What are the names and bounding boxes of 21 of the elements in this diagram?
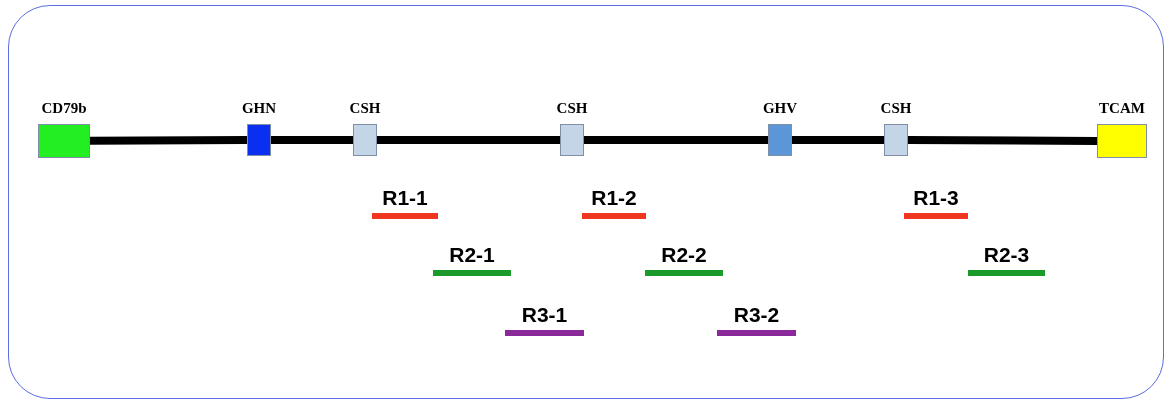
chromosome-line: [584, 136, 768, 144]
chromosome-line: [792, 136, 884, 144]
region-label: R2-2: [661, 243, 707, 267]
region-label: R2-3: [983, 243, 1030, 267]
gene-label: GHV: [762, 100, 798, 117]
region-label: R1-2: [591, 186, 637, 210]
gene-label: TCAM: [1099, 100, 1145, 117]
region-label: R3-2: [733, 303, 780, 327]
gene-label: GHN: [241, 100, 277, 117]
region-label: R1-1: [382, 186, 428, 210]
chromosome-line: [89, 136, 248, 145]
gene-label: CSH: [349, 100, 381, 117]
region-label: R1-3: [913, 186, 959, 210]
region-label: R2-1: [449, 243, 495, 267]
chromosome-line: [377, 136, 560, 144]
chromosome-line: [271, 136, 353, 144]
region-label: R3-1: [521, 303, 568, 327]
gene-label: CSH: [556, 100, 588, 117]
chromosome-line: [907, 136, 1097, 145]
gene-label: CD79b: [41, 100, 87, 117]
gene-label: CSH: [880, 100, 912, 117]
